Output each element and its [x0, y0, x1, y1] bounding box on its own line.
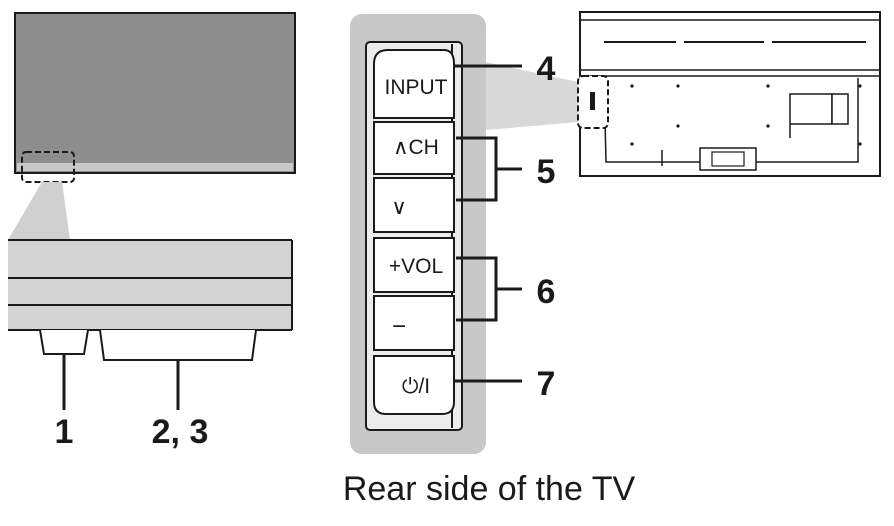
callout-5: 5 — [537, 153, 556, 191]
button-input[interactable]: INPUT — [373, 49, 455, 119]
button-power[interactable]: ⏻/I — [373, 355, 455, 415]
caption: Rear side of the TV — [343, 470, 636, 508]
tv-bottom-bezel — [17, 163, 293, 171]
button-ch-down[interactable]: ∨ — [373, 177, 455, 233]
callout-1: 1 — [55, 413, 74, 451]
tv-front-view — [8, 12, 296, 240]
callout-4: 4 — [537, 50, 556, 88]
remote-sensor — [39, 329, 89, 355]
tv-screen — [14, 12, 296, 174]
button-vol-down-label: − — [392, 313, 406, 340]
rear-control-strip — [590, 92, 595, 110]
button-vol-down[interactable]: − — [373, 295, 455, 351]
callout-6: 6 — [537, 273, 556, 311]
button-vol-up-label: +VOL — [389, 255, 443, 278]
closeup-body — [8, 240, 292, 330]
callout-7: 7 — [537, 365, 556, 403]
zoom-wedge — [8, 182, 70, 240]
tv-rear-view — [577, 11, 881, 177]
button-power-label: ⏻/I — [402, 375, 430, 398]
button-vol-up[interactable]: +VOL — [373, 237, 455, 293]
tv-bottom-closeup: 1 2, 3 — [8, 239, 293, 451]
button-ch-down-label: ∨ — [391, 196, 406, 219]
button-ch-up[interactable]: ∧CH — [373, 121, 455, 175]
callout-2-3: 2, 3 — [152, 413, 209, 451]
zoom-wedge-rear — [486, 62, 578, 130]
button-ch-up-label: ∧CH — [393, 136, 439, 159]
ambient-sensor-indicator — [99, 329, 257, 361]
button-input-label: INPUT — [385, 76, 448, 99]
control-panel: INPUT ∧CH ∨ +VOL − ⏻/I 4 5 6 — [350, 14, 578, 454]
